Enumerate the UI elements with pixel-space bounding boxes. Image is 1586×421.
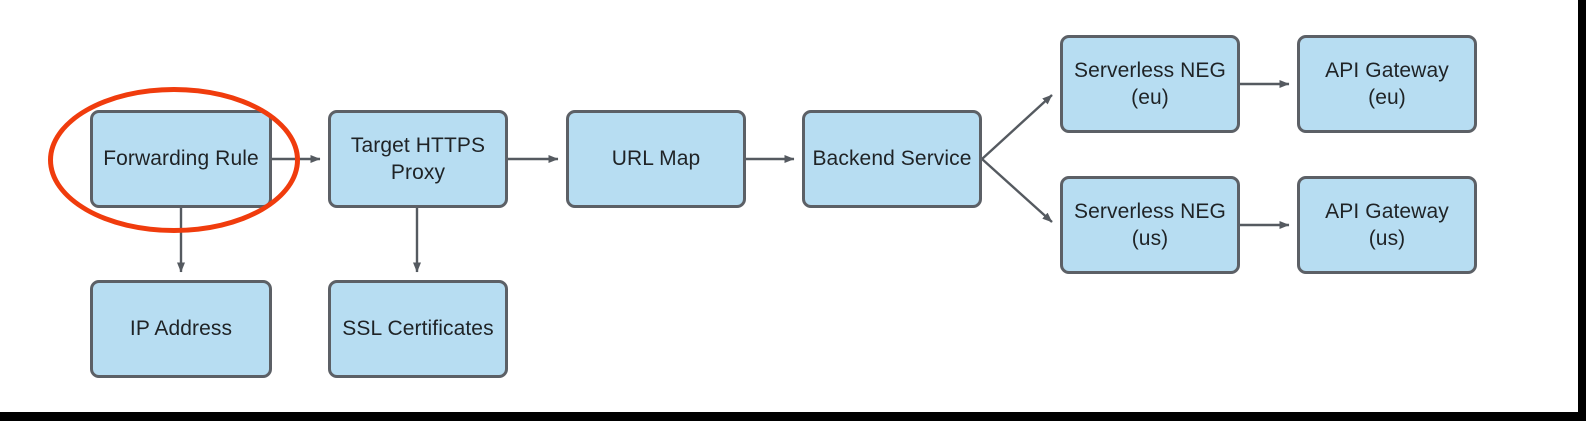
node-ssl-certificates[interactable]: SSL Certificates [328, 280, 508, 378]
node-target-https-proxy[interactable]: Target HTTPS Proxy [328, 110, 508, 208]
frame-band-right [1578, 0, 1586, 421]
edge-backend-service-to-serverless-neg-us [981, 158, 1053, 223]
node-label-serverless-neg-eu: Serverless NEG (eu) [1074, 58, 1226, 109]
node-label-ssl-certificates: SSL Certificates [342, 317, 494, 341]
node-label-target-https-proxy: Target HTTPS Proxy [350, 133, 486, 184]
node-label-forwarding-rule: Forwarding Rule [103, 147, 259, 171]
node-ip-address[interactable]: IP Address [90, 280, 272, 378]
node-serverless-neg-us[interactable]: Serverless NEG (us) [1060, 176, 1240, 274]
node-label-backend-service: Backend Service [812, 147, 972, 171]
node-label-api-gateway-us: API Gateway (us) [1325, 199, 1449, 250]
node-serverless-neg-eu[interactable]: Serverless NEG (eu) [1060, 35, 1240, 133]
node-api-gateway-eu[interactable]: API Gateway (eu) [1297, 35, 1477, 133]
edge-backend-service-to-serverless-neg-eu [981, 94, 1053, 160]
node-api-gateway-us[interactable]: API Gateway (us) [1297, 176, 1477, 274]
node-label-url-map: URL Map [611, 147, 701, 171]
frame-band-bottom [0, 412, 1586, 421]
node-forwarding-rule[interactable]: Forwarding Rule [90, 110, 272, 208]
node-label-serverless-neg-us: Serverless NEG (us) [1074, 199, 1226, 250]
node-url-map[interactable]: URL Map [566, 110, 746, 208]
node-label-ip-address: IP Address [129, 317, 233, 341]
node-label-api-gateway-eu: API Gateway (eu) [1325, 58, 1449, 109]
node-backend-service[interactable]: Backend Service [802, 110, 982, 208]
